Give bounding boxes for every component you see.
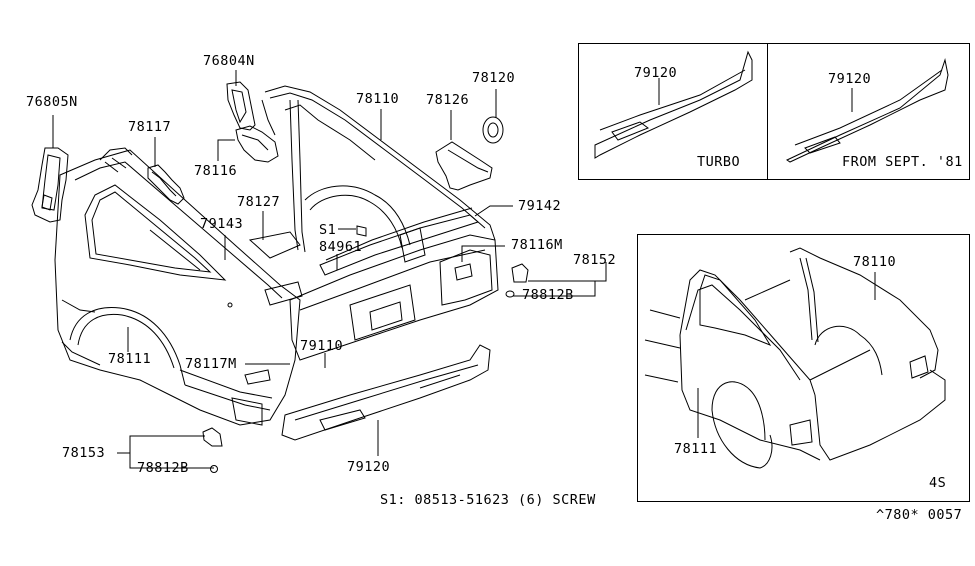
inset-turbo-caption: TURBO [697,154,741,170]
part-78153-drawing [202,427,223,447]
part-label-78153[interactable]: 78153 [62,445,106,461]
inset-panel-4s [637,234,970,502]
part-76804N-drawing [226,81,256,131]
part-78152-drawing [511,263,529,283]
part-78812B-left-drawing [210,465,218,473]
part-label-S1[interactable]: S1 [319,222,337,238]
screw-S1-drawing [356,225,367,237]
quarter-panel-drawing [54,147,301,426]
part-78116-drawing [235,125,279,163]
inset-4s-part-label-78111[interactable]: 78111 [674,441,718,457]
leader-lines [52,70,607,469]
part-label-78127[interactable]: 78127 [237,194,281,210]
part-label-78126[interactable]: 78126 [426,92,470,108]
part-label-79143[interactable]: 79143 [200,216,244,232]
part-label-78116[interactable]: 78116 [194,163,238,179]
part-label-78116M[interactable]: 78116M [511,237,563,253]
inset-sept81-caption: FROM SEPT. '81 [842,154,963,170]
part-78126-drawing [435,141,493,191]
part-label-79120[interactable]: 79120 [347,459,391,475]
inset-4s-drawing [644,247,946,469]
part-label-79110[interactable]: 79110 [300,338,344,354]
part-label-78812B-left[interactable]: 78812B [137,460,189,476]
inset-turbo-part-label[interactable]: 79120 [634,65,678,81]
part-76805N-drawing [31,147,69,223]
inset-4s-caption: 4S [929,475,947,491]
part-label-84961[interactable]: 84961 [319,239,363,255]
inset-sept81-part-label[interactable]: 79120 [828,71,872,87]
part-label-78117[interactable]: 78117 [128,119,172,135]
inset-4s-part-label-78110[interactable]: 78110 [853,254,897,270]
part-label-78117M[interactable]: 78117M [185,356,237,372]
part-79120-drawing [281,344,491,441]
part-78116M-drawing [439,249,493,306]
part-label-78120[interactable]: 78120 [472,70,516,86]
part-label-76804N[interactable]: 76804N [203,53,255,69]
inset-sept81-drawing [785,58,949,163]
part-78120-grommet-drawing [482,116,504,144]
part-label-78110[interactable]: 78110 [356,91,400,107]
part-label-76805N[interactable]: 76805N [26,94,78,110]
diagram-reference-code: ^780* 0057 [876,507,963,523]
part-label-78812B-right[interactable]: 78812B [522,287,574,303]
screw-footnote: S1: 08513-51623 (6) SCREW [380,492,596,508]
part-label-78152[interactable]: 78152 [573,252,617,268]
part-79110-drawing [248,207,499,361]
part-label-78111[interactable]: 78111 [108,351,152,367]
part-78117-drawing [147,164,185,205]
part-78812B-right-drawing [505,290,515,298]
inset-panel-sept81 [767,43,970,180]
inset-turbo-drawing [594,50,753,159]
part-78110-drawing [261,85,496,253]
part-label-79142[interactable]: 79142 [518,198,562,214]
